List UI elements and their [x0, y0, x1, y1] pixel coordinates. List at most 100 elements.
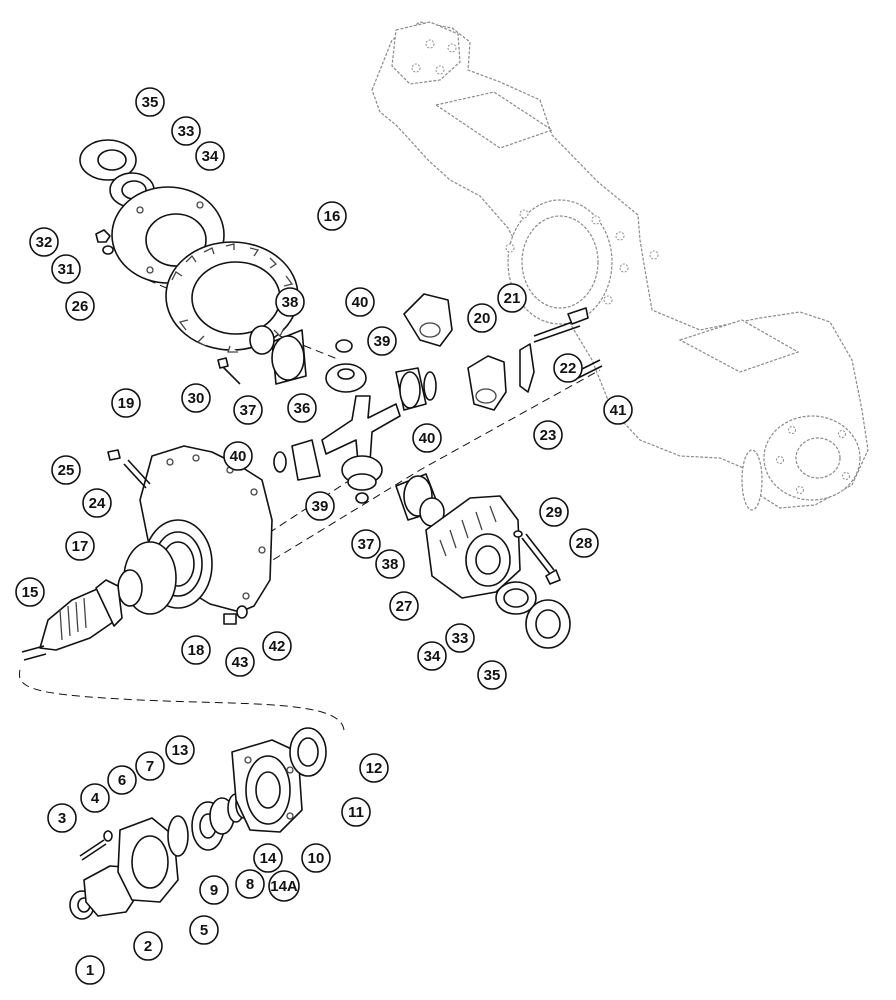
callout-circle [477, 660, 507, 690]
callout-circle [165, 735, 195, 765]
upper-carrier-group [79, 139, 299, 385]
callout-label: 20 [474, 310, 491, 327]
callout-circle [603, 395, 633, 425]
callout-circle [15, 577, 45, 607]
callout-label: 3 [58, 810, 66, 827]
callout-label: 25 [58, 462, 75, 479]
callout-c19: 19 [111, 388, 141, 418]
callout-circle [195, 141, 225, 171]
axle-housing [371, 21, 869, 511]
callout-circle [351, 529, 381, 559]
callout-circle [262, 631, 292, 661]
callout-c21: 21 [497, 283, 527, 313]
callout-circle [533, 420, 563, 450]
callout-label: 8 [246, 876, 254, 893]
callout-label: 21 [504, 290, 521, 307]
callout-circle [253, 843, 283, 873]
callout-label: 6 [118, 772, 126, 789]
callout-label: 40 [419, 430, 436, 447]
callout-circle [135, 751, 165, 781]
callout-c41: 41 [603, 395, 633, 425]
callout-c8: 8 [235, 869, 265, 899]
carrier-housing [107, 445, 273, 625]
callout-c4: 4 [80, 783, 110, 813]
callout-c40c: 40 [223, 441, 253, 471]
callout-c40b: 40 [412, 423, 442, 453]
callout-c12: 12 [359, 753, 389, 783]
callout-c32: 32 [29, 227, 59, 257]
callout-label: 43 [232, 654, 249, 671]
callout-label: 30 [188, 390, 205, 407]
callout-circle [51, 455, 81, 485]
callout-circle [65, 291, 95, 321]
callout-circle [389, 591, 419, 621]
callout-c40a: 40 [345, 287, 375, 317]
callout-c33a: 33 [171, 116, 201, 146]
callout-c28: 28 [569, 528, 599, 558]
callout-c23: 23 [533, 420, 563, 450]
callout-circle [417, 641, 447, 671]
callout-circle [107, 765, 137, 795]
callout-c14: 14 [253, 843, 283, 873]
callout-label: 33 [452, 630, 469, 647]
callout-c22: 22 [553, 353, 583, 383]
callout-label: 28 [576, 535, 593, 552]
callout-c9: 9 [199, 875, 229, 905]
thrust-blocks [403, 293, 603, 411]
callout-label: 5 [200, 922, 208, 939]
callout-label: 42 [269, 638, 286, 655]
callout-label: 18 [188, 642, 205, 659]
callout-circle [235, 869, 265, 899]
callout-label: 2 [144, 938, 152, 955]
callout-circle [412, 423, 442, 453]
callout-circle [133, 931, 163, 961]
callout-circle [75, 955, 105, 985]
callout-circle [111, 388, 141, 418]
callout-circle [467, 303, 497, 333]
callout-c27: 27 [389, 591, 419, 621]
callout-circle [135, 87, 165, 117]
callout-c20: 20 [467, 303, 497, 333]
callout-circle [445, 623, 475, 653]
callout-label: 27 [396, 598, 413, 615]
callout-label: 4 [91, 790, 100, 807]
callout-circle [51, 254, 81, 284]
callout-label: 22 [560, 360, 577, 377]
callout-c39a: 39 [367, 326, 397, 356]
callout-c36: 36 [287, 393, 317, 423]
callout-c29: 29 [539, 497, 569, 527]
callout-circle [29, 227, 59, 257]
callout-label: 35 [484, 667, 501, 684]
callout-c35b: 35 [477, 660, 507, 690]
callout-label: 34 [424, 648, 441, 665]
callout-c3: 3 [47, 803, 77, 833]
callout-c38a: 38 [275, 287, 305, 317]
callout-label: 40 [230, 448, 247, 465]
callout-label: 15 [22, 584, 39, 601]
callout-circle [275, 287, 305, 317]
callout-circle [199, 875, 229, 905]
callout-label: 11 [348, 804, 364, 821]
differential-gears [249, 325, 445, 527]
callout-c16: 16 [317, 201, 347, 231]
callout-label: 26 [72, 298, 89, 315]
callout-label: 29 [546, 504, 563, 521]
callout-label: 40 [352, 294, 369, 311]
callout-circle [345, 287, 375, 317]
callout-circle [305, 491, 335, 521]
callout-circle [65, 531, 95, 561]
callout-label: 32 [36, 234, 53, 251]
callout-c37b: 37 [351, 529, 381, 559]
callout-circle [225, 647, 255, 677]
callout-circle [268, 870, 300, 902]
carrier-case [425, 495, 571, 649]
callout-c24: 24 [82, 488, 112, 518]
callout-label: 13 [172, 742, 189, 759]
callout-circle [497, 283, 527, 313]
callout-c39b: 39 [305, 491, 335, 521]
callout-c33b: 33 [445, 623, 475, 653]
callout-c15: 15 [15, 577, 45, 607]
callout-label: 16 [324, 208, 341, 225]
callout-c10: 10 [301, 843, 331, 873]
